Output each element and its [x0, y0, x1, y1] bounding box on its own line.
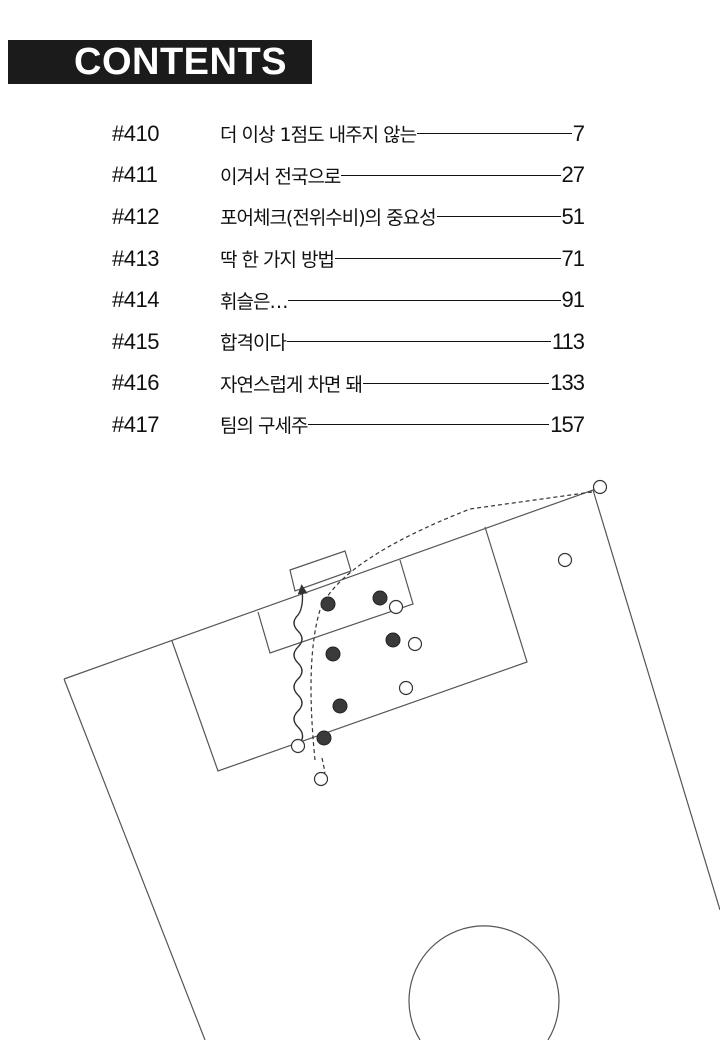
toc-entry: #412 포어체크(전위수비)의 중요성 51: [112, 196, 586, 238]
toc-entry-leader-line: [362, 382, 550, 384]
table-of-contents: #410 더 이상 1점도 내주지 않는 7 #411 이겨서 전국으로 27 #412 포어…: [112, 113, 586, 446]
toc-entry-number: #412: [112, 203, 159, 229]
toc-entry: #416 자연스럽게 차면 돼 133: [112, 363, 585, 405]
toc-entry-number: #410: [112, 120, 159, 146]
defender-player-marker: [313, 771, 329, 787]
corner-pass-trajectory: [310, 491, 593, 761]
toc-entry-leader-line: [288, 299, 561, 301]
attacker-player-marker: [320, 596, 336, 612]
toc-entry-page: 51: [561, 203, 586, 229]
toc-entry-title: 팀의 구세주: [220, 415, 308, 438]
toc-entry-number: #417: [112, 411, 159, 437]
toc-entry-leader-line: [286, 341, 551, 343]
defender-player-marker: [398, 680, 414, 696]
goal-area-line: [257, 559, 414, 654]
toc-entry: #410 더 이상 1점도 내주지 않는 7: [112, 113, 585, 155]
toc-entry: #411 이겨서 전국으로 27: [112, 155, 586, 197]
toc-entry-leader-line: [341, 174, 561, 176]
defender-player-marker: [388, 599, 404, 615]
toc-entry-number: #414: [112, 287, 159, 313]
defender-player-marker: [407, 636, 423, 652]
toc-entry-leader-line: [436, 216, 561, 218]
toc-entry-title: 딱 한 가지 방법: [220, 249, 335, 272]
defender-player-marker: [557, 552, 573, 568]
toc-entry-page: 133: [550, 370, 585, 396]
goal-frame: [289, 550, 352, 592]
toc-entry-title: 포어체크(전위수비)의 중요성: [220, 207, 437, 230]
toc-entry-page: 7: [572, 120, 585, 146]
toc-entry-leader-line: [417, 133, 572, 135]
defender-player-marker: [592, 479, 608, 495]
toc-entry-title: 휘슬은…: [220, 290, 288, 313]
toc-entry-page: 113: [551, 328, 585, 354]
attacker-player-marker: [385, 632, 401, 648]
toc-entry-number: #415: [112, 328, 159, 354]
toc-entry-title: 이겨서 전국으로: [220, 165, 341, 188]
attacker-player-marker: [332, 698, 348, 714]
toc-entry-page: 27: [561, 162, 586, 188]
toc-entry-page: 157: [550, 411, 585, 437]
toc-entry-page: 71: [561, 245, 586, 271]
penalty-area-line: [171, 526, 528, 772]
attacker-player-marker: [316, 730, 332, 746]
toc-entry: #415 합격이다 113: [112, 321, 585, 363]
toc-entry-title: 자연스럽게 차면 돼: [220, 373, 363, 396]
toc-entry: #414 휘슬은… 91: [112, 279, 586, 321]
toc-entry-leader-line: [308, 424, 550, 426]
attacker-player-marker: [325, 646, 341, 662]
attacker-player-marker: [372, 590, 388, 606]
toc-entry: #413 딱 한 가지 방법 71: [112, 238, 586, 280]
center-circle-arc: [408, 925, 560, 1040]
toc-entry-number: #411: [112, 162, 158, 188]
toc-entry-page: 91: [561, 287, 586, 313]
toc-entry-number: #413: [112, 245, 159, 271]
contents-title: CONTENTS: [74, 41, 287, 83]
player-run-trajectory: [293, 584, 308, 744]
defender-player-marker: [290, 738, 306, 754]
toc-entry-title: 합격이다: [220, 332, 287, 355]
toc-entry-title: 더 이상 1점도 내주지 않는: [220, 124, 417, 147]
contents-title-bar: [8, 40, 312, 84]
toc-entry: #417 팀의 구세주 157: [112, 404, 585, 446]
field-boundary-line: [63, 489, 720, 1040]
toc-entry-number: #416: [112, 370, 159, 396]
toc-entry-leader-line: [335, 258, 561, 260]
